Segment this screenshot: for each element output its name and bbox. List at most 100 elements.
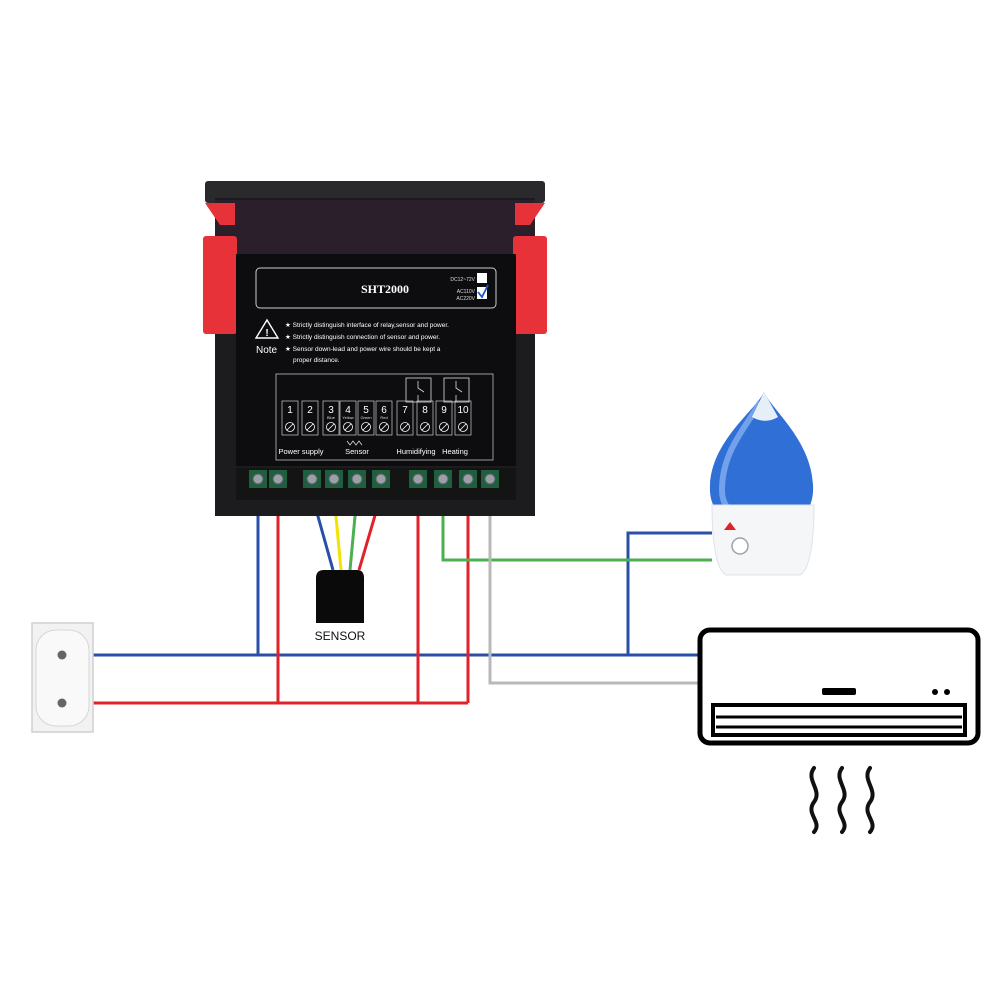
voltage-checkbox-ac	[477, 287, 487, 299]
voltage-option-ac220: AC220V	[456, 296, 475, 302]
controller-upper-band	[215, 200, 535, 255]
terminal-screw-symbol-8	[420, 422, 430, 432]
sensor-color-red: Red	[380, 415, 387, 420]
terminal-screw-slot-2	[306, 423, 314, 431]
check-icon	[477, 284, 489, 299]
ac-led-1	[932, 689, 938, 695]
terminal-number-5: 5	[363, 405, 369, 416]
note-line-1: ★ Strictly distinguish interface of rela…	[285, 321, 449, 329]
sensor-color-yellow: Yellow	[342, 415, 354, 420]
terminal-number-4: 4	[345, 405, 351, 416]
terminal-screw-slot-6	[380, 423, 388, 431]
terminal-screw-slot-8	[421, 423, 429, 431]
heat-waves-icon	[809, 766, 875, 834]
voltage-checkbox-dc	[477, 273, 487, 283]
terminal-screw-slot-10	[459, 423, 467, 431]
terminal-screw-symbol-7	[400, 422, 410, 432]
group-label-humidifying: Humidifying	[396, 447, 435, 456]
note-label: Note	[256, 345, 278, 356]
terminal-screw-1[interactable]	[252, 473, 264, 485]
wall-outlet-icon	[31, 622, 94, 733]
wire-heater-output	[488, 478, 700, 685]
wire-neutral-humidifier	[626, 531, 712, 655]
terminal-box-9	[435, 400, 453, 436]
terminal-diagram-frame	[275, 373, 494, 461]
terminal-screw-symbol-3	[326, 422, 336, 432]
terminal-box-1	[281, 400, 299, 436]
terminal-screw-slot-3	[327, 423, 335, 431]
relay-icon-heating	[443, 377, 470, 403]
ac-vent	[711, 703, 967, 737]
ac-display	[822, 688, 856, 695]
terminal-number-2: 2	[307, 405, 313, 416]
terminal-screw-slot-1	[286, 423, 294, 431]
terminal-screw-slot-5	[362, 423, 370, 431]
humidifier-indicator	[724, 522, 736, 530]
terminal-screw-4[interactable]	[328, 473, 340, 485]
note-line-4: proper distance.	[293, 357, 340, 364]
outlet-hole-bottom	[57, 698, 67, 708]
terminal-screw-slot-9	[440, 423, 448, 431]
terminal-screw-symbol-1	[285, 422, 295, 432]
terminal-box-10	[454, 400, 472, 436]
terminal-box-8	[416, 400, 434, 436]
terminal-screw-5[interactable]	[351, 473, 363, 485]
terminal-number-7: 7	[402, 405, 408, 416]
terminal-screw-6[interactable]	[375, 473, 387, 485]
ac-led-2	[944, 689, 950, 695]
terminal-screw-9[interactable]	[462, 473, 474, 485]
terminal-screw-8[interactable]	[437, 473, 449, 485]
warning-icon	[254, 318, 280, 339]
terminal-box-3	[322, 400, 340, 436]
terminal-screw-3[interactable]	[306, 473, 318, 485]
humidifier-knob	[731, 537, 749, 555]
terminal-screw-symbol-9	[439, 422, 449, 432]
terminal-screw-slot-7	[401, 423, 409, 431]
group-label-sensor: Sensor	[345, 447, 369, 456]
model-name: SHT2000	[361, 282, 409, 296]
svg-text:!: !	[265, 328, 268, 339]
mounting-clip-left	[203, 236, 237, 334]
sensor-probe: SENSOR	[315, 570, 366, 643]
sensor-color-blue: Blue	[327, 415, 336, 420]
voltage-option-ac110: AC110V	[457, 289, 476, 295]
controller-top-frame	[205, 181, 545, 203]
sensor-label: SENSOR	[315, 629, 366, 643]
terminal-screw-symbol-6	[379, 422, 389, 432]
air-conditioner-icon	[697, 627, 981, 746]
outlet-hole-top	[57, 650, 67, 660]
terminal-box-6	[375, 400, 393, 436]
terminal-screw-7[interactable]	[412, 473, 424, 485]
humidifier-tank	[709, 392, 814, 528]
mounting-clip-left-top	[205, 203, 235, 225]
humidifier-base	[711, 504, 815, 576]
sensor-body	[316, 570, 364, 623]
terminal-number-9: 9	[441, 405, 447, 416]
sht2000-controller: SHT2000 DC12~72V AC110V AC220V ! Note ★ …	[203, 181, 547, 516]
terminal-screw-symbol-5	[361, 422, 371, 432]
voltage-option-dc: DC12~72V	[450, 277, 475, 283]
mounting-clip-right	[513, 236, 547, 334]
terminal-number-1: 1	[287, 405, 293, 416]
terminal-box-4	[339, 400, 357, 436]
terminal-screw-slot-4	[344, 423, 352, 431]
terminal-box-2	[301, 400, 319, 436]
terminal-number-6: 6	[381, 405, 387, 416]
terminal-screw-2[interactable]	[272, 473, 284, 485]
terminal-screw-symbol-4	[343, 422, 353, 432]
terminal-screws	[249, 470, 499, 488]
terminal-screw-symbol-10	[458, 422, 468, 432]
terminal-screw-symbol-2	[305, 422, 315, 432]
sensor-color-green: Green	[360, 415, 371, 420]
terminal-screw-10[interactable]	[484, 473, 496, 485]
terminal-number-10: 10	[457, 405, 469, 416]
humidifier-nozzle	[752, 392, 778, 421]
note-line-3: ★ Sensor down-lead and power wire should…	[285, 345, 441, 353]
terminal-number-8: 8	[422, 405, 428, 416]
group-label-power: Power supply	[278, 447, 323, 456]
terminal-number-3: 3	[328, 405, 334, 416]
terminal-box-7	[396, 400, 414, 436]
mounting-clip-right-top	[515, 203, 545, 225]
